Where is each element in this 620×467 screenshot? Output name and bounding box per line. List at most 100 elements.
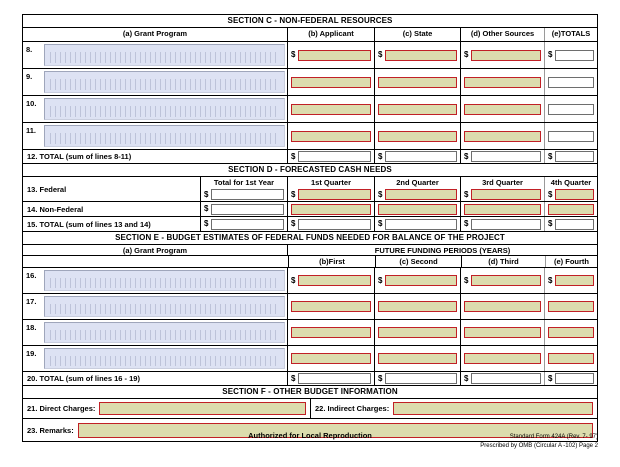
total-first-year-cell: Total for 1st Year $ bbox=[201, 177, 288, 201]
first-input-19[interactable] bbox=[291, 353, 371, 364]
grant-program-input-10[interactable] bbox=[44, 98, 285, 120]
federal-total-input[interactable] bbox=[211, 189, 284, 200]
dollar-sign: $ bbox=[464, 373, 469, 383]
grant-program-input-8[interactable] bbox=[44, 44, 285, 66]
grant-program-cell-16: 16. bbox=[23, 268, 288, 293]
grant-program-input-11[interactable] bbox=[44, 125, 285, 147]
grant-program-cell-11: 11. bbox=[23, 123, 288, 149]
third-input-16[interactable] bbox=[471, 275, 541, 286]
second-input-17[interactable] bbox=[378, 301, 457, 312]
other-sources-input-11[interactable] bbox=[464, 130, 541, 142]
dollar-sign: $ bbox=[291, 189, 296, 199]
state-cell-9 bbox=[375, 69, 461, 95]
section-c-total-row: 12. TOTAL (sum of lines 8-11) $ $ $ $ bbox=[23, 150, 597, 164]
state-input-9[interactable] bbox=[378, 76, 457, 88]
grant-program-cell-8: 8. bbox=[23, 42, 288, 68]
third-cell-19 bbox=[461, 346, 545, 371]
state-cell-8: $ bbox=[375, 42, 461, 68]
federal-q2-wrap: $ bbox=[375, 188, 460, 201]
indirect-charges-input[interactable] bbox=[393, 402, 593, 415]
fourth-input-17[interactable] bbox=[548, 301, 594, 312]
grant-program-input-19[interactable] bbox=[44, 348, 285, 369]
other-sources-input-10[interactable] bbox=[464, 103, 541, 115]
nonfederal-q4-input[interactable] bbox=[548, 203, 594, 215]
fourth-input-16[interactable] bbox=[555, 275, 594, 286]
nonfederal-q2-input[interactable] bbox=[378, 203, 457, 215]
row-number-17: 17. bbox=[26, 297, 37, 306]
grant-program-input-18[interactable] bbox=[44, 322, 285, 343]
fourth-cell-16: $ bbox=[545, 268, 597, 293]
second-input-16[interactable] bbox=[385, 275, 457, 286]
d-total-firstyear-output bbox=[211, 218, 284, 230]
third-total-cell: $ bbox=[461, 372, 545, 385]
third-input-19[interactable] bbox=[464, 353, 541, 364]
section-f-title: SECTION F - OTHER BUDGET INFORMATION bbox=[23, 386, 597, 399]
nonfederal-q3-cell bbox=[461, 202, 545, 216]
first-input-17[interactable] bbox=[291, 301, 371, 312]
nonfederal-q1-input[interactable] bbox=[291, 203, 371, 215]
state-input-8[interactable] bbox=[385, 49, 457, 61]
col-header-4th-quarter: 4th Quarter bbox=[550, 178, 592, 187]
dollar-sign: $ bbox=[204, 219, 209, 228]
section-f-charges-row: 21. Direct Charges: 22. Indirect Charges… bbox=[23, 399, 597, 419]
dollar-sign: $ bbox=[378, 219, 383, 228]
dollar-sign: $ bbox=[548, 219, 553, 228]
table-row: 19. bbox=[23, 346, 597, 372]
state-input-10[interactable] bbox=[378, 103, 457, 115]
col-header-other-sources: (d) Other Sources bbox=[461, 28, 545, 41]
total-label-20: 20. TOTAL (sum of lines 16 - 19) bbox=[23, 372, 288, 385]
first-input-16[interactable] bbox=[298, 275, 371, 286]
dollar-sign: $ bbox=[291, 151, 296, 161]
first-cell-19 bbox=[288, 346, 375, 371]
grant-program-cell-19: 19. bbox=[23, 346, 288, 371]
state-input-11[interactable] bbox=[378, 130, 457, 142]
remarks-cell: 23. Remarks: bbox=[23, 419, 597, 441]
federal-q1-input[interactable] bbox=[298, 189, 371, 200]
first-total-output bbox=[298, 373, 371, 384]
fourth-input-19[interactable] bbox=[548, 353, 594, 364]
dollar-sign: $ bbox=[291, 219, 296, 228]
federal-q2-input[interactable] bbox=[385, 189, 457, 200]
section-d-title: SECTION D - FORECASTED CASH NEEDS bbox=[23, 164, 597, 177]
federal-q3-input[interactable] bbox=[471, 189, 541, 200]
col-header-grant-program: (a) Grant Program bbox=[23, 28, 288, 41]
direct-charges-input[interactable] bbox=[99, 402, 306, 415]
indirect-charges-label: 22. Indirect Charges: bbox=[315, 404, 390, 413]
applicant-input-9[interactable] bbox=[291, 76, 371, 88]
grand-total-output bbox=[555, 151, 594, 162]
totals-output-11 bbox=[548, 130, 594, 142]
fourth-input-18[interactable] bbox=[548, 327, 594, 338]
fourth-total-cell: $ bbox=[545, 372, 597, 385]
applicant-input-8[interactable] bbox=[298, 49, 371, 61]
grant-program-input-16[interactable] bbox=[44, 270, 285, 291]
section-e-total-row: 20. TOTAL (sum of lines 16 - 19) $ $ $ $ bbox=[23, 372, 597, 386]
third-input-18[interactable] bbox=[464, 327, 541, 338]
grant-program-input-9[interactable] bbox=[44, 71, 285, 93]
second-input-19[interactable] bbox=[378, 353, 457, 364]
first-cell-16: $ bbox=[288, 268, 375, 293]
remarks-input[interactable] bbox=[77, 422, 593, 438]
second-input-18[interactable] bbox=[378, 327, 457, 338]
remarks-label: 23. Remarks: bbox=[27, 425, 74, 435]
row-label-13: 13. Federal bbox=[23, 177, 201, 201]
federal-q4-input[interactable] bbox=[555, 189, 594, 200]
grant-program-input-17[interactable] bbox=[44, 296, 285, 317]
other-sources-input-8[interactable] bbox=[471, 49, 541, 61]
second-cell-19 bbox=[375, 346, 461, 371]
applicant-input-10[interactable] bbox=[291, 103, 371, 115]
nonfederal-total-input[interactable] bbox=[211, 203, 284, 215]
federal-q4-wrap: $ bbox=[545, 188, 597, 201]
dotted-guides bbox=[50, 278, 279, 288]
federal-q1-wrap: $ bbox=[288, 188, 374, 201]
fourth-cell-18 bbox=[545, 320, 597, 345]
first-input-18[interactable] bbox=[291, 327, 371, 338]
fourth-cell-19 bbox=[545, 346, 597, 371]
applicant-total-output bbox=[298, 151, 371, 162]
other-sources-input-9[interactable] bbox=[464, 76, 541, 88]
row-number-11: 11. bbox=[26, 126, 37, 135]
nonfederal-q1-cell bbox=[288, 202, 375, 216]
nonfederal-q3-input[interactable] bbox=[464, 203, 541, 215]
applicant-input-11[interactable] bbox=[291, 130, 371, 142]
row-number-19: 19. bbox=[26, 349, 37, 358]
third-input-17[interactable] bbox=[464, 301, 541, 312]
